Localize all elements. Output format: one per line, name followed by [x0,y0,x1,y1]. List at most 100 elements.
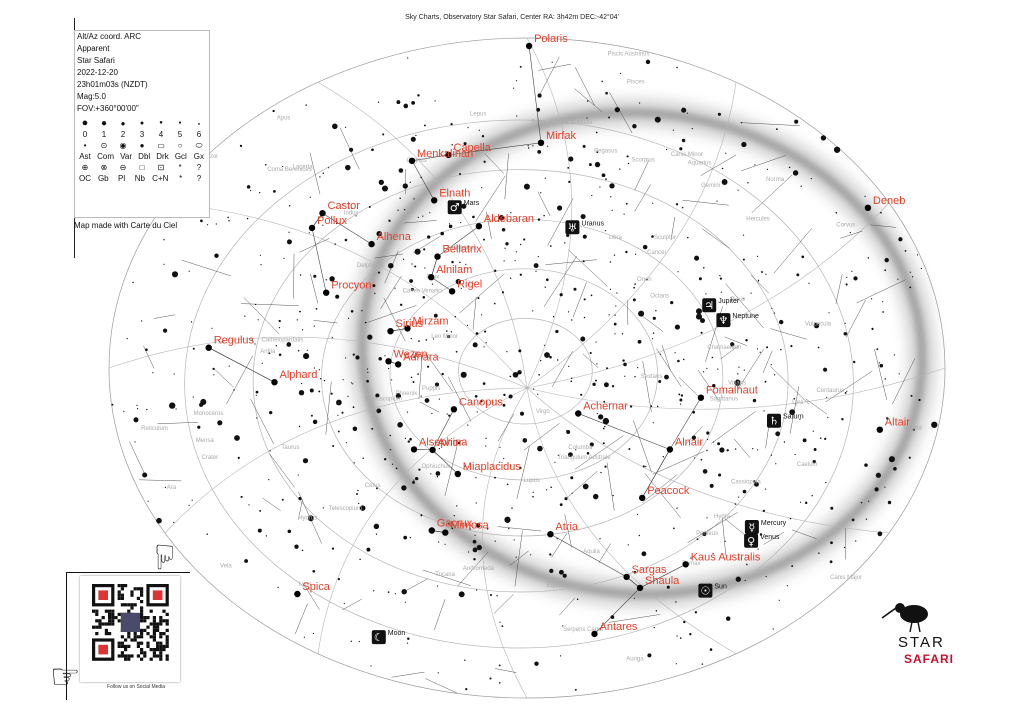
planet-label: Venus [760,534,780,541]
star-shaula[interactable]: Shaula [636,575,680,592]
type-label: Com [97,152,114,161]
star-safari-logo[interactable]: STAR SAFARI [876,596,976,676]
type-label: Gcl [174,152,187,161]
planet-sun[interactable]: ☉Sun [698,583,727,598]
star-alsephina[interactable]: Alsephina [410,436,468,453]
star-dot [434,253,441,260]
planet-neptune[interactable]: ♆Neptune [716,313,759,328]
star-dot [408,157,416,164]
constellation-labels: CassiopeiaCamelopardalisPerseusAndromeda… [141,52,922,663]
star-adhara[interactable]: Adhara [395,351,440,368]
star-dot [368,240,375,248]
planet-label: Saturn [783,414,804,421]
star-sargas[interactable]: Sargas [623,564,667,581]
constellation-label: Andromeda [463,566,495,572]
star-atria[interactable]: Atria [547,521,579,538]
constellation-label: Auriga [626,657,644,663]
planet-moon[interactable]: ☾Moon [371,630,406,645]
star-mimosa[interactable]: Mimosa [442,520,490,536]
planet-label: Sun [714,584,727,591]
qr-code[interactable] [80,576,180,682]
type-label: Gx [193,152,205,161]
star-label: Regulus [214,335,255,347]
constellation-label: Serpens Caput [563,627,603,633]
planet-jupiter[interactable]: ♃Jupiter [702,298,740,313]
planet-uranus[interactable]: ♅Uranus [565,220,604,235]
star-label: Alnair [675,437,703,449]
star-rigel[interactable]: Rigel [448,278,482,295]
star-pollux[interactable]: Pollux [308,215,348,232]
star-alphard[interactable]: Alphard [271,369,317,386]
star-spica[interactable]: Spica [294,581,331,598]
planet-icon [744,520,759,534]
star-aldebaran[interactable]: Aldebaran [475,213,534,230]
type-label: Drk [156,152,169,161]
star-elnath[interactable]: Elnath [431,187,470,204]
star-mirfak[interactable]: Mirfak [537,130,577,146]
planet-icon [767,413,781,428]
star-dot [294,590,301,598]
constellation-label: Canis Major [830,575,862,581]
planet-label: Jupiter [718,298,740,305]
star-label: Aldebaran [484,213,534,225]
constellation-label: Hercules [746,216,770,222]
star-label: Shaula [645,575,680,587]
pointing-hand-icon: ☞ [50,658,81,696]
chart-title: Sky Charts, Observatory Star Safari, Cen… [405,14,619,21]
star-capella[interactable]: Capella [445,142,492,159]
object-type-labels: Ast Com Var Dbl Drk Gcl Gx [75,151,209,162]
type-label: OC [79,174,91,183]
constellation-label: Lyra [792,400,804,406]
star-procyon[interactable]: Procyon [323,280,372,296]
planet-mars[interactable]: ♂Mars [447,200,480,215]
planet-mercury[interactable]: ☿Mercury [744,520,787,534]
star-miaplacidus[interactable]: Miaplacidus [454,461,522,478]
magnitude-labels: 0 1 2 3 4 5 6 [75,129,209,140]
star-antares[interactable]: Antares [591,621,638,638]
star-achernar[interactable]: Achernar [575,401,628,417]
star-peacock[interactable]: Peacock [639,485,690,502]
planet-venus[interactable]: ♀ Venus [744,533,780,548]
planet-saturn[interactable]: ♄Saturn [767,413,804,428]
constellation-label: Perseus [696,531,718,537]
star-polaris[interactable]: Polaris [525,33,568,50]
star-alnilam[interactable]: Alnilam [428,264,472,281]
frame-line [66,572,190,573]
star-regulus[interactable]: Regulus [205,335,255,351]
constellation-label: Monoceros [194,411,224,417]
star-sirius[interactable]: Sirius [387,318,424,335]
star-wezen[interactable]: Wezen [385,348,428,365]
constellation-label: Norma [766,177,785,183]
planet-label: Moon [388,630,406,637]
star-altair[interactable]: Altair [876,417,911,433]
star-dot [450,406,458,413]
star-fomalhaut[interactable]: Fomalhaut [697,385,758,401]
star-alnair[interactable]: Alnair [666,437,704,453]
star-menkalinan[interactable]: Menkalinan [408,148,473,164]
planets[interactable]: ♅Uranus ♂Mars ♃Jupiter♆Neptune ♄Saturn ☿Merc… [371,200,804,645]
pointing-hand-icon: ☞ [146,541,185,573]
star-alhena[interactable]: Alhena [368,231,412,248]
constellation-label: Tucana [435,572,455,578]
star-avior[interactable]: Avior [429,437,463,454]
star-label: Achernar [583,401,628,413]
type-label: ? [196,174,202,183]
star-bellatrix[interactable]: Bellatrix [434,244,482,260]
star-label: Altair [885,417,910,429]
star-label: Mimosa [450,520,489,532]
star-label: Castor [328,200,361,212]
star-gacrux[interactable]: Gacrux [428,518,473,534]
star-kaus-australis[interactable]: Kaus Australis [682,551,761,568]
magnitude-dots: ●●●●●●● [81,117,201,130]
star-deneb[interactable]: Deneb [864,195,906,211]
star-mirzam[interactable]: Mirzam [404,315,449,332]
constellation-label: Apus [277,116,291,122]
star-canopus[interactable]: Canopus [450,396,504,413]
star-castor[interactable]: Castor [319,200,361,217]
constellation-label: Vela [220,563,232,569]
planet-icon [744,533,759,548]
planet-symbol: ♀ [747,535,755,548]
constellation-label: Sextans [641,374,663,380]
